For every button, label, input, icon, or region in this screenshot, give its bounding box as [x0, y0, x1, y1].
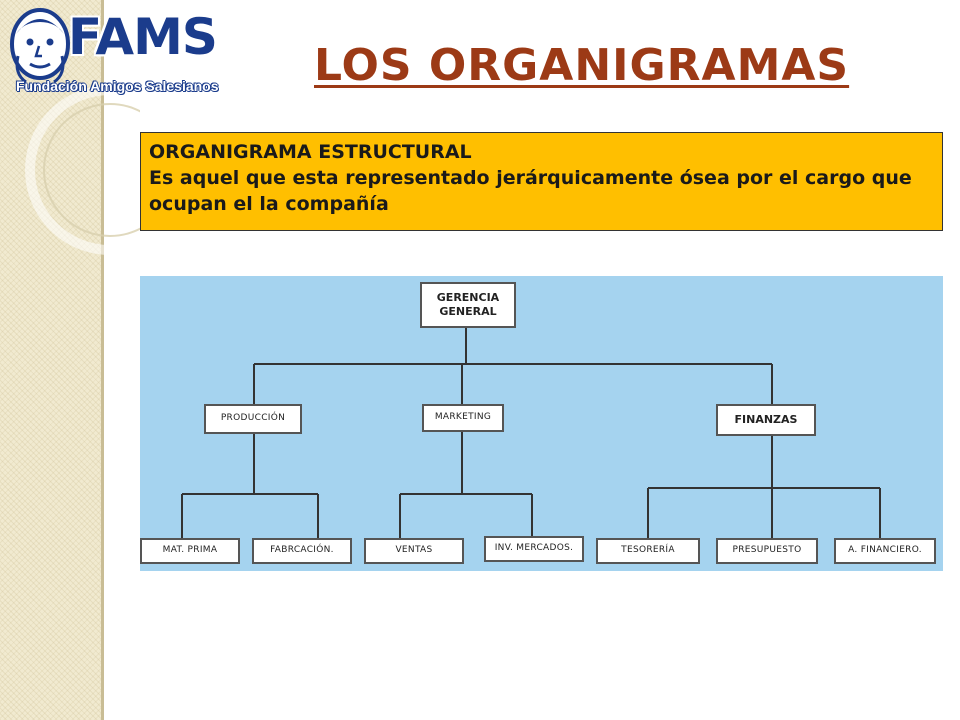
org-node-tesoreria: TESORERÍA	[596, 538, 700, 564]
org-node-ventas: VENTAS	[364, 538, 464, 564]
page-title: LOS ORGANIGRAMAS	[314, 40, 850, 91]
info-heading: ORGANIGRAMA ESTRUCTURAL	[149, 141, 472, 163]
info-box: ORGANIGRAMA ESTRUCTURAL Es aquel que est…	[140, 132, 943, 231]
org-chart-connectors	[181, 328, 881, 538]
portrait-icon	[10, 8, 70, 84]
org-node-a-financiero: A. FINANCIERO.	[834, 538, 936, 564]
org-node-inv-mercados: INV. MERCADOS.	[484, 536, 584, 562]
info-body: Es aquel que esta representado jerárquic…	[149, 167, 912, 215]
org-node-fabricacion: FABRCACIÓN.	[252, 538, 352, 564]
logo-name: FAMS	[68, 8, 218, 66]
org-node-presupuesto: PRESUPUESTO	[716, 538, 818, 564]
decorative-circles	[25, 85, 140, 255]
gerencia-line1: GERENCIA	[436, 291, 500, 305]
org-node-mat-prima: MAT. PRIMA	[140, 538, 240, 564]
org-node-marketing: MARKETING	[422, 404, 504, 432]
org-node-finanzas: FINANZAS	[716, 404, 816, 436]
fams-logo: FAMS Fundación Amigos Salesianos	[6, 4, 219, 100]
org-node-produccion: PRODUCCIÓN	[204, 404, 302, 434]
gerencia-line2: GENERAL	[439, 305, 497, 318]
logo-subtitle: Fundación Amigos Salesianos	[16, 78, 219, 94]
